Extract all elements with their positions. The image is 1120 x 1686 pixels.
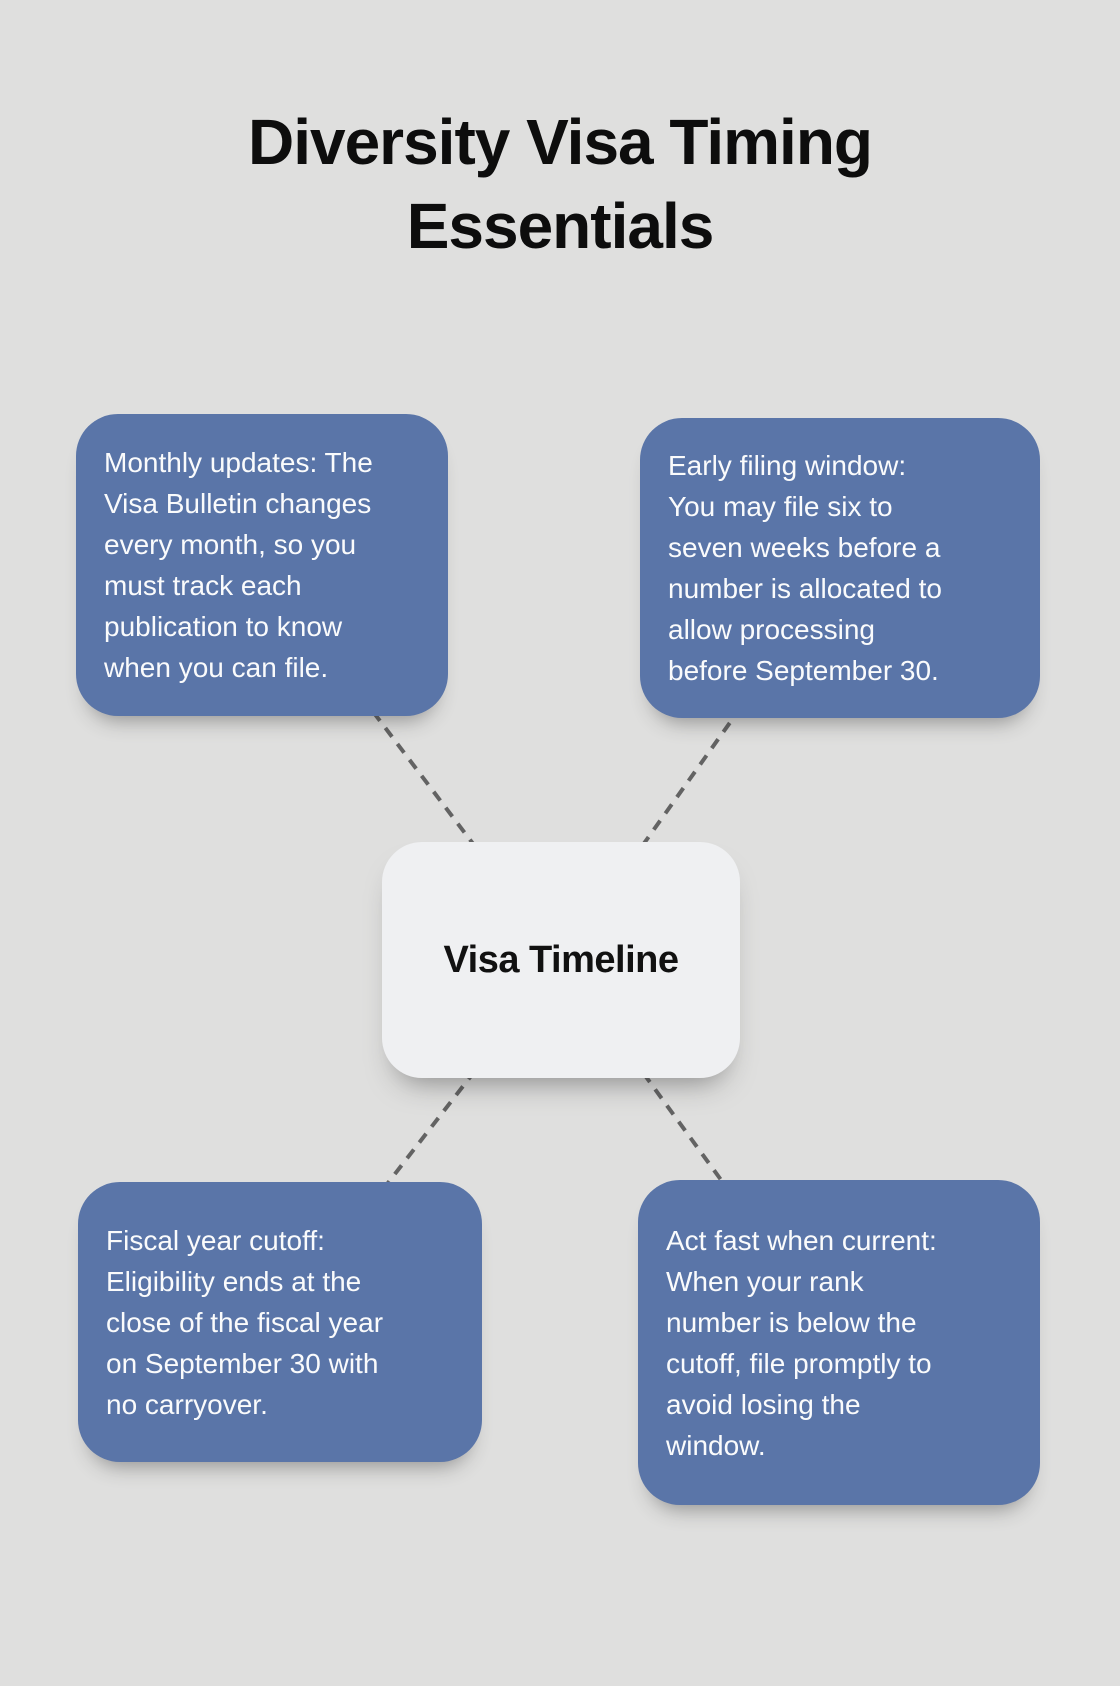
card-act-fast-when-current-text: Act fast when current: When your rank nu…	[666, 1224, 937, 1461]
card-monthly-updates-text: Monthly updates: The Visa Bulletin chang…	[104, 447, 373, 683]
card-early-filing-window-text: Early filing window: You may file six to…	[668, 450, 942, 686]
card-monthly-updates: Monthly updates: The Visa Bulletin chang…	[76, 414, 448, 716]
card-fiscal-year-cutoff: Fiscal year cutoff: Eligibility ends at …	[78, 1182, 482, 1462]
center-node-label: Visa Timeline	[443, 938, 679, 981]
card-early-filing-window: Early filing window: You may file six to…	[640, 418, 1040, 718]
card-act-fast-when-current: Act fast when current: When your rank nu…	[638, 1180, 1040, 1505]
page-title: Diversity Visa Timing Essentials	[247, 106, 873, 262]
card-fiscal-year-cutoff-text: Fiscal year cutoff: Eligibility ends at …	[106, 1224, 384, 1420]
center-node-visa-timeline: Visa Timeline	[382, 842, 740, 1078]
